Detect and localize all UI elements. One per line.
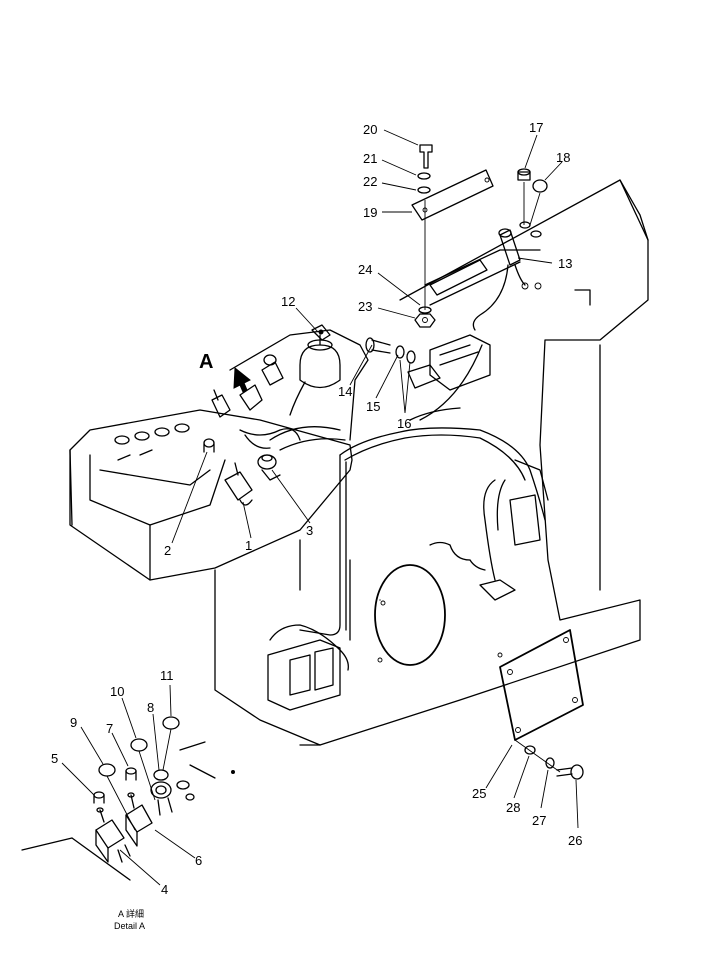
callout-25: 25 bbox=[472, 786, 486, 801]
callout-24: 24 bbox=[358, 262, 372, 277]
callout-19: 19 bbox=[363, 205, 377, 220]
lower-relay-box bbox=[267, 639, 341, 711]
callout-9: 9 bbox=[70, 715, 77, 730]
callout-12: 12 bbox=[281, 294, 295, 309]
leader-lines bbox=[61, 129, 579, 886]
callout-21: 21 bbox=[363, 151, 377, 166]
callout-4: 4 bbox=[161, 882, 168, 897]
callout-18: 18 bbox=[556, 150, 570, 165]
callout-26: 26 bbox=[568, 833, 582, 848]
fuse-holder bbox=[472, 168, 548, 331]
callout-13: 13 bbox=[558, 256, 572, 271]
callout-22: 22 bbox=[363, 174, 377, 189]
callout-20: 20 bbox=[363, 122, 377, 137]
callout-10: 10 bbox=[110, 684, 124, 699]
callout-16: 16 bbox=[397, 416, 411, 431]
callout-15: 15 bbox=[366, 399, 380, 414]
relay-block bbox=[365, 334, 491, 391]
callout-28: 28 bbox=[506, 800, 520, 815]
callout-17: 17 bbox=[529, 120, 543, 135]
callout-27: 27 bbox=[532, 813, 546, 828]
main-housing bbox=[69, 179, 649, 746]
detail-a bbox=[21, 716, 235, 881]
callout-3: 3 bbox=[306, 523, 313, 538]
callout-14: 14 bbox=[338, 384, 352, 399]
top-bracket bbox=[411, 144, 494, 328]
callout-a: A bbox=[199, 351, 213, 373]
wiring-harness bbox=[269, 344, 549, 671]
callout-6: 6 bbox=[195, 853, 202, 868]
detail-caption: A 詳細 Detail A bbox=[114, 908, 145, 931]
callout-1: 1 bbox=[245, 538, 252, 553]
callout-2: 2 bbox=[164, 543, 171, 558]
detail-caption-en: Detail A bbox=[114, 921, 145, 931]
cover-plate bbox=[499, 629, 584, 780]
detail-caption-jp: A 詳細 bbox=[118, 908, 144, 919]
callout-5: 5 bbox=[51, 751, 58, 766]
switch-cluster bbox=[203, 324, 341, 506]
callout-23: 23 bbox=[358, 299, 372, 314]
callout-11: 11 bbox=[160, 668, 174, 683]
callout-7: 7 bbox=[106, 721, 113, 736]
callout-labels: 20 21 22 19 17 18 13 24 23 12 A 14 15 16… bbox=[51, 120, 582, 897]
callout-8: 8 bbox=[147, 700, 154, 715]
